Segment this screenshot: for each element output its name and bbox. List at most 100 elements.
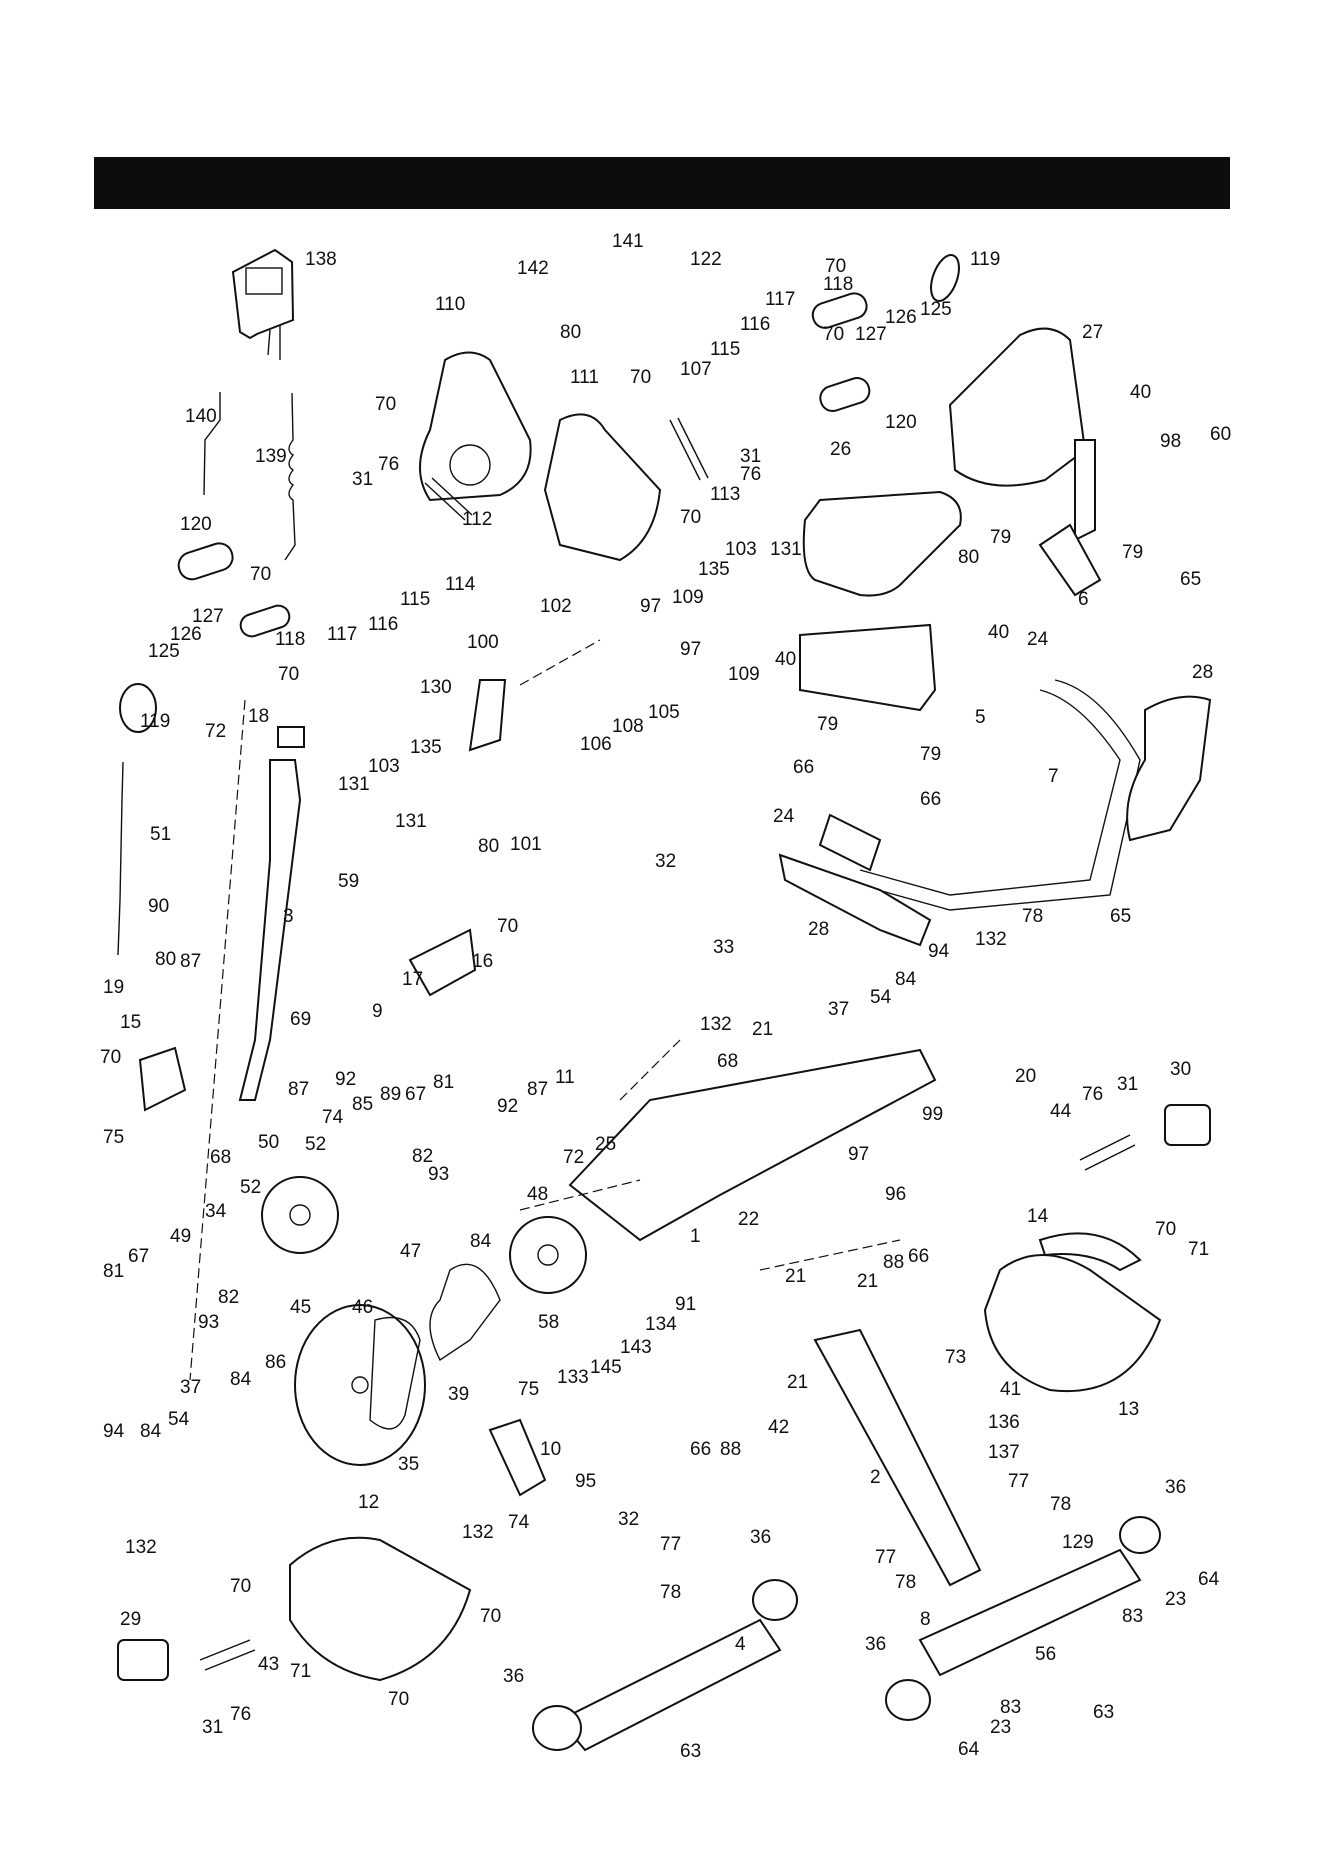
seat-post-6 [1074,439,1096,542]
callout-87: 87 [527,1079,548,1100]
seat-26 [802,490,962,597]
callout-20: 20 [1015,1066,1036,1087]
callout-70: 70 [278,664,299,685]
disc-45 [294,1304,426,1466]
callout-67: 67 [128,1246,149,1267]
callout-76: 76 [740,464,761,485]
callout-70: 70 [825,256,846,277]
callout-72: 72 [563,1147,584,1168]
callout-131: 131 [395,811,427,832]
callout-40: 40 [988,622,1009,643]
callout-31: 31 [202,1717,223,1738]
callout-41: 41 [1000,1379,1021,1400]
callout-133: 133 [557,1367,589,1388]
callout-15: 15 [120,1012,141,1033]
callout-91: 91 [675,1294,696,1315]
seat-bracket-6 [1038,523,1102,597]
callout-76: 76 [378,454,399,475]
callout-25: 25 [595,1134,616,1155]
callout-44: 44 [1050,1101,1072,1122]
callout-11: 11 [555,1067,575,1088]
callout-81: 81 [433,1072,454,1093]
callout-102: 102 [540,596,572,617]
callout-77: 77 [660,1534,681,1555]
callout-92: 92 [497,1096,518,1117]
callout-23: 23 [1165,1589,1186,1610]
callout-63: 63 [680,1741,701,1762]
callout-63: 63 [1093,1702,1114,1723]
callout-83: 83 [1000,1697,1021,1718]
callout-54: 54 [870,987,892,1008]
callout-28: 28 [1192,662,1213,683]
callout-131: 131 [338,774,370,795]
callout-48: 48 [527,1184,548,1205]
callout-94: 94 [928,941,950,962]
belt-47 [429,1263,501,1362]
crank-112 [424,477,473,521]
callout-122: 122 [690,249,722,270]
callout-47: 47 [400,1241,421,1262]
callout-87: 87 [180,951,201,972]
callout-73: 73 [945,1347,966,1368]
callout-19: 19 [103,977,124,998]
callout-117: 117 [765,289,795,310]
callout-14: 14 [1027,1206,1049,1227]
callout-80: 80 [958,547,979,568]
callout-109: 109 [672,587,704,608]
callout-60: 60 [1210,424,1231,445]
callout-97: 97 [640,596,661,617]
main-tube-2 [813,1328,982,1587]
callout-26: 26 [830,439,851,460]
grip-28 [1126,695,1212,842]
callout-116: 116 [740,314,770,335]
callout-78: 78 [660,1582,681,1603]
callout-10: 10 [540,1439,561,1460]
callout-17: 17 [402,969,423,990]
callout-141: 141 [612,231,644,252]
frame-1 [568,1048,937,1242]
crank-113 [669,417,709,481]
callout-33: 33 [713,937,734,958]
callout-70: 70 [230,1576,251,1597]
callout-70: 70 [630,367,651,388]
grip-120b [177,542,234,581]
wire-140 [203,392,221,496]
callout-65: 65 [1110,906,1131,927]
callout-96: 96 [885,1184,906,1205]
callout-42: 42 [768,1417,789,1438]
callout-110: 110 [435,294,465,315]
crank-44 [1079,1134,1136,1171]
callout-36: 36 [1165,1477,1186,1498]
callout-3: 3 [283,906,294,927]
callout-93: 93 [428,1164,449,1185]
callout-84: 84 [895,969,917,990]
callout-83: 83 [1122,1606,1143,1627]
shroud-12 [289,1536,472,1682]
callout-70: 70 [480,1606,501,1627]
callout-50: 50 [258,1132,279,1153]
callout-27: 27 [1082,322,1103,343]
callout-89: 89 [380,1084,401,1105]
callout-106: 106 [580,734,612,755]
callout-66: 66 [920,789,941,810]
grip-118 [811,292,868,329]
cable-51 [117,761,124,956]
callout-70: 70 [1155,1219,1176,1240]
callout-80: 80 [478,836,499,857]
callout-116: 116 [368,614,398,635]
callout-21: 21 [787,1372,808,1393]
grip-118b [239,604,291,638]
header-bar [94,157,1230,209]
shroud-110 [419,351,532,502]
callout-81: 81 [103,1261,124,1282]
callout-114: 114 [445,574,476,595]
crank-43 [199,1639,256,1671]
callout-136: 136 [988,1412,1020,1433]
callout-78: 78 [1022,906,1043,927]
callout-64: 64 [1198,1569,1220,1590]
callout-120: 120 [180,514,212,535]
callout-71: 71 [290,1661,311,1682]
callout-140: 140 [185,406,217,427]
callout-84: 84 [230,1369,252,1390]
